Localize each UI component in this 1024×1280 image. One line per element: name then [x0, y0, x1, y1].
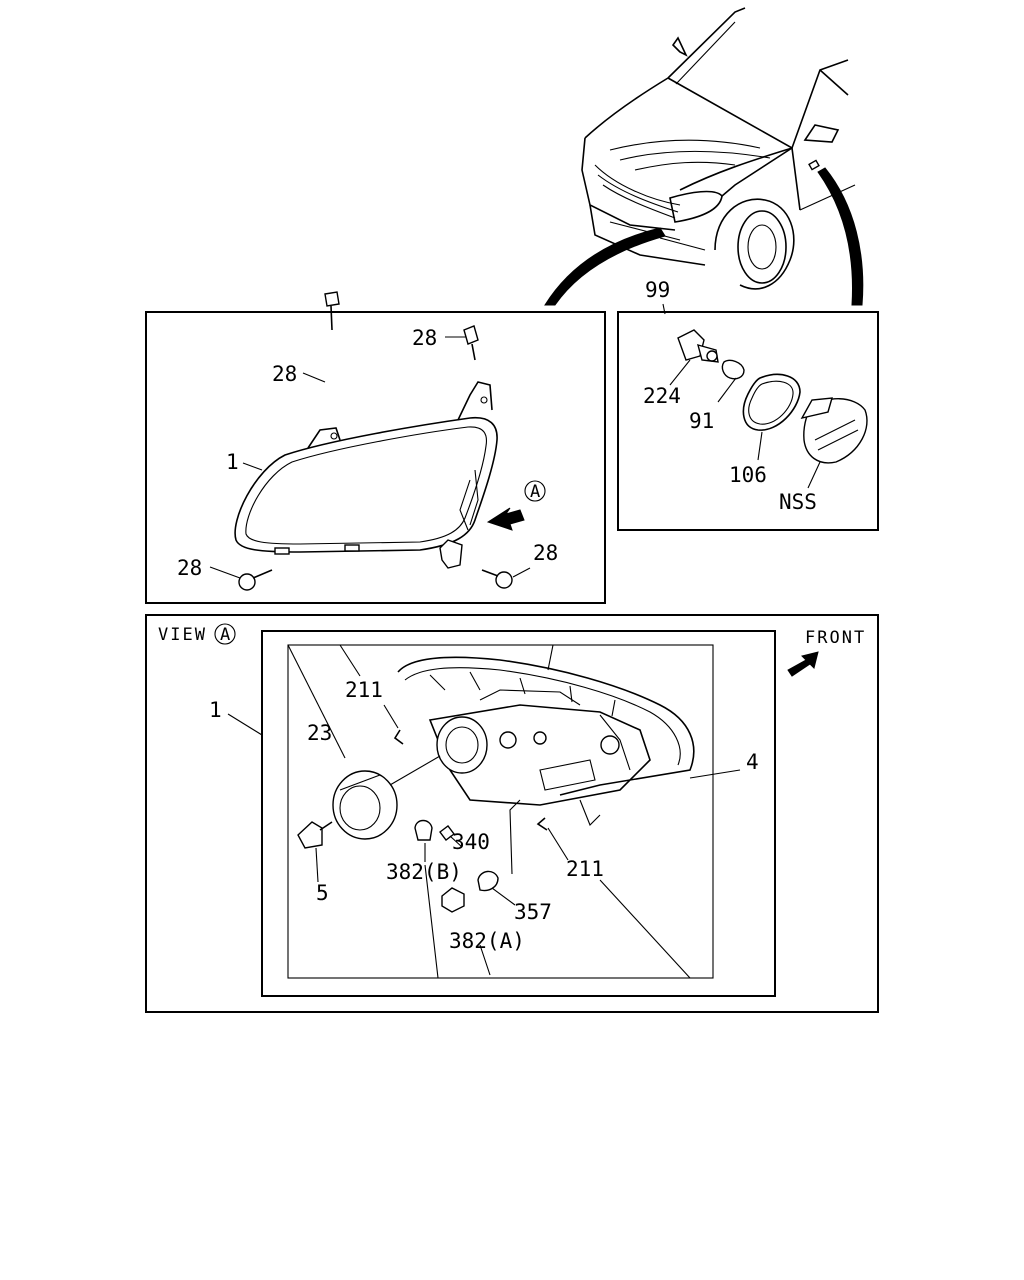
screw-bottom-left [238, 569, 273, 591]
side-lamp-drawing [669, 329, 868, 489]
view-a-inner-box [261, 630, 776, 997]
bulb-382a [441, 887, 465, 913]
view-arrow-icon [486, 507, 525, 531]
callout-224: 224 [643, 384, 681, 408]
callout-1-top: 1 [226, 450, 239, 474]
callout-5: 5 [316, 881, 329, 905]
clip-211-bottom [536, 817, 548, 831]
housing-drawing [227, 644, 741, 979]
bulb-357 [477, 870, 499, 892]
view-a-box [145, 614, 879, 1013]
callout-99: 99 [645, 278, 670, 302]
callout-28-top-left: 28 [272, 362, 297, 386]
view-label-marker: A [220, 625, 230, 645]
headlamp-unit-drawing [209, 291, 546, 591]
bulb-382b [414, 819, 433, 841]
screw-bottom-right [481, 569, 513, 589]
callout-382a: 382(A) [449, 929, 525, 953]
side-lamp-box [617, 311, 879, 531]
callout-28-bottom-right: 28 [533, 541, 558, 565]
bulb-91 [721, 359, 745, 380]
front-label: FRONT [805, 628, 866, 648]
callout-91: 91 [689, 409, 714, 433]
view-marker-a: A [530, 482, 540, 502]
screw-top-right [463, 325, 479, 361]
bulb-5 [297, 821, 333, 849]
callout-211-top: 211 [345, 678, 383, 702]
callout-357: 357 [514, 900, 552, 924]
callout-1-view: 1 [209, 698, 222, 722]
callout-106: 106 [729, 463, 767, 487]
clip-211-top [393, 729, 404, 745]
headlamp-assembly-box [145, 311, 606, 604]
callout-382b: 382(B) [386, 860, 462, 884]
callout-340: 340 [452, 830, 490, 854]
front-arrow-icon [787, 651, 819, 677]
callout-nss: NSS [779, 490, 817, 514]
cap-23 [332, 770, 398, 840]
screw-top-left [324, 291, 340, 331]
view-label: VIEW [158, 625, 207, 645]
callout-28-bottom-left: 28 [177, 556, 202, 580]
view-a-housing-frame [287, 644, 714, 979]
socket-224 [677, 329, 719, 363]
callout-23: 23 [307, 721, 332, 745]
vehicle-illustration [544, 7, 864, 306]
gasket-106 [742, 373, 801, 431]
callout-4: 4 [746, 750, 759, 774]
side-lamp-nss [800, 397, 868, 464]
callout-28-top-right: 28 [412, 326, 437, 350]
callout-211-bottom: 211 [566, 857, 604, 881]
